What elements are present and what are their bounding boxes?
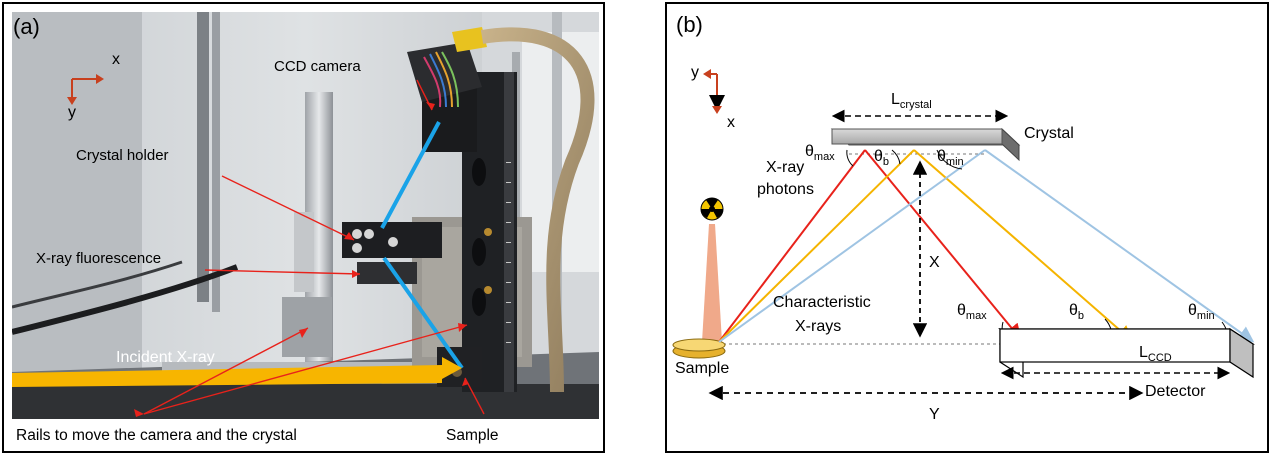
ray-theta-min (718, 149, 1255, 343)
axis-y-label: y (68, 104, 76, 121)
panel-a-label: (a) (13, 14, 40, 39)
detector-label: Detector (1145, 383, 1206, 400)
xray-photons-label-1: X-ray (766, 159, 805, 176)
ccd-camera-label: CCD camera (274, 58, 361, 75)
sample-disk (672, 338, 726, 359)
panel-b: (b) y x Lcrystal Crystal θmax θb θmin X-… (665, 2, 1269, 453)
theta-min-bottom-label: θmin (1188, 302, 1215, 323)
incident-xray-label: Incident X-ray (116, 349, 215, 366)
axis-x-label: x (112, 51, 120, 68)
ray-theta-b (718, 149, 1134, 343)
theta-max-bottom-label: θmax (957, 302, 987, 323)
spectrometer-diagram (672, 69, 1256, 401)
ray-theta-max (718, 149, 1022, 343)
b-axis-y-label: y (691, 64, 699, 81)
theta-max-top-label: θmax (805, 143, 835, 164)
l-crystal-label: Lcrystal (891, 91, 932, 112)
crystal-holder-label: Crystal holder (76, 147, 169, 164)
b-axis-x-label: x (727, 114, 735, 131)
theta-min-top-label: θmin (937, 148, 964, 169)
panel-b-label: (b) (676, 12, 703, 37)
theta-b-bottom-label: θb (1069, 302, 1085, 323)
l-ccd-label: LCCD (1139, 344, 1172, 365)
characteristic-label-2: X-rays (795, 318, 842, 335)
sample-label: Sample (675, 360, 730, 377)
crystal-label: Crystal (1024, 125, 1074, 142)
y-distance-label: Y (929, 406, 940, 423)
sample-caption: Sample (446, 427, 499, 444)
crystal-shape (830, 127, 1021, 162)
rails-caption: Rails to move the camera and the crystal (16, 427, 297, 444)
characteristic-label-1: Characteristic (773, 294, 871, 311)
axis-arrows (703, 69, 725, 114)
xray-photons-label-2: photons (757, 181, 814, 198)
x-distance-label: X (929, 254, 940, 271)
experimental-setup-photo (12, 12, 599, 419)
xray-fluorescence-label: X-ray fluorescence (36, 250, 162, 267)
detector-shape (997, 327, 1256, 379)
xray-source-beam (702, 224, 722, 342)
theta-b-top-label: θb (874, 148, 890, 169)
panel-a: (a) x y CCD camera Crystal holder X-ray … (2, 2, 605, 453)
